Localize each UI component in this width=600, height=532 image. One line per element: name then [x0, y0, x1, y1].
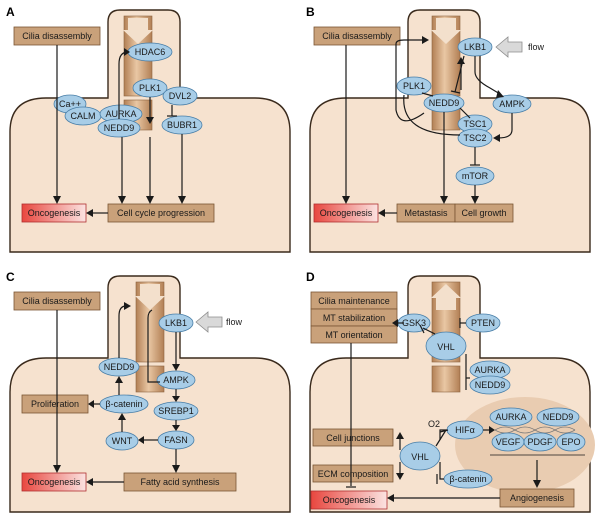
a-nedd9-label: NEDD9	[104, 123, 135, 133]
c-beta-catenin-label: β-catenin	[105, 399, 142, 409]
b-lkb1-label: LKB1	[464, 42, 486, 52]
panel-d: D Cilia maintenance MT stabilization MT …	[306, 270, 595, 513]
c-nedd9-label: NEDD9	[104, 362, 135, 372]
panel-b-letter: B	[306, 5, 315, 19]
a-aurka-label: AURKA	[105, 109, 136, 119]
d-vhl-top	[425, 331, 467, 361]
panel-b-cell	[309, 9, 591, 253]
d-mt-stabilization-label: MT stabilization	[323, 313, 385, 323]
b-cell-growth-label: Cell growth	[461, 208, 506, 218]
c-flow-arrow	[195, 311, 223, 333]
b-flow-arrow	[495, 36, 523, 58]
c-proliferation-label: Proliferation	[31, 399, 79, 409]
d-vhl-top-label: VHL	[437, 342, 455, 352]
b-cilia-disassembly-box	[313, 26, 401, 46]
panel-b-cilium	[431, 15, 461, 131]
a-dvl2-label: DVL2	[169, 91, 192, 101]
a-oncogenesis-label: Oncogenesis	[28, 208, 81, 218]
d-vhl-mid	[399, 441, 441, 471]
d-pten-label: PTEN	[471, 318, 495, 328]
d-nedd9-top-label: NEDD9	[475, 380, 506, 390]
d-pdgf-label: PDGF	[527, 437, 553, 447]
d-epo-label: EPO	[561, 437, 580, 447]
panel-c: C Cilia disassembly flow LKB1 NEDD9 AMPK…	[6, 270, 291, 513]
a-bubr1-label: BUBR1	[167, 120, 197, 130]
a-cilia-disassembly-label: Cilia disassembly	[22, 31, 92, 41]
d-aurka-top-label: AURKA	[474, 365, 505, 375]
d-angiogenesis-label: Angiogenesis	[510, 493, 565, 503]
d-dna	[490, 426, 585, 456]
d-cell-junctions-box	[312, 428, 394, 447]
c-lkb1-label: LKB1	[165, 318, 187, 328]
d-nedd9-nucleus-label: NEDD9	[543, 412, 574, 422]
d-o2-label: O2	[428, 419, 440, 429]
a-plk1-label: PLK1	[139, 83, 161, 93]
a-dvl2	[162, 86, 198, 106]
b-cell-growth-box	[454, 203, 514, 223]
b-ampk-label: AMPK	[499, 99, 525, 109]
d-aurka-nucleus-label: AURKA	[495, 412, 526, 422]
d-mt-orientation-label: MT orientation	[325, 330, 382, 340]
a-ca-label: Ca++	[59, 99, 81, 109]
c-fatty-acid-label: Fatty acid synthesis	[140, 477, 220, 487]
b-tsc2-label: TSC2	[463, 133, 486, 143]
d-cilia-maintenance-label: Cilia maintenance	[318, 296, 390, 306]
d-ecm-box	[312, 464, 394, 483]
b-oncogenesis-label: Oncogenesis	[320, 208, 373, 218]
b-plk1	[396, 76, 432, 96]
panel-a-letter: A	[6, 5, 15, 19]
c-oncogenesis-label: Oncogenesis	[28, 477, 81, 487]
a-calm-label: CALM	[70, 111, 95, 121]
panel-c-letter: C	[6, 270, 15, 284]
c-cilia-disassembly-label: Cilia disassembly	[22, 296, 92, 306]
b-tsc1-label: TSC1	[463, 119, 486, 129]
d-vegf-label: VEGF	[496, 437, 521, 447]
d-epo	[556, 432, 586, 452]
c-fasn-label: FASN	[164, 435, 188, 445]
c-ampk-label: AMPK	[163, 375, 189, 385]
a-hdac6-label: HDAC6	[135, 47, 166, 57]
d-pdgf	[523, 432, 557, 452]
d-cell-junctions-label: Cell junctions	[326, 433, 380, 443]
b-cilia-disassembly-label: Cilia disassembly	[322, 31, 392, 41]
panel-d-arrows	[346, 318, 541, 502]
panel-a: A Cilia disassembly Oncogenesis Cell cyc…	[6, 5, 291, 253]
b-mtor-label: mTOR	[462, 171, 489, 181]
c-flow-label: flow	[226, 317, 243, 327]
c-wnt-label: WNT	[112, 436, 133, 446]
c-srebp1-label: SREBP1	[158, 406, 194, 416]
d-mt-orientation-box	[310, 325, 398, 344]
b-flow-label: flow	[528, 42, 545, 52]
panel-d-letter: D	[306, 270, 315, 284]
a-cell-cycle-label: Cell cycle progression	[117, 208, 205, 218]
panel-a-cell	[9, 9, 291, 253]
d-oncogenesis-box	[310, 490, 388, 510]
panel-c-arrows	[53, 302, 180, 486]
d-hif-label: HIFα	[455, 425, 475, 435]
d-nedd9-top	[469, 375, 511, 395]
d-ecm-label: ECM composition	[318, 469, 389, 479]
b-plk1-label: PLK1	[403, 81, 425, 91]
d-oncogenesis-label: Oncogenesis	[323, 495, 376, 505]
b-nedd9-label: NEDD9	[429, 98, 460, 108]
d-vhl-mid-label: VHL	[411, 452, 429, 462]
d-gsk3-label: GSK3	[402, 318, 426, 328]
d-nedd9-nucleus	[536, 407, 580, 427]
panel-a-arrows	[53, 45, 186, 217]
d-beta-catenin-label: β-catenin	[449, 474, 486, 484]
panel-b: B Cilia disassembly flow LKB1 PLK1 NEDD9…	[306, 5, 591, 253]
panel-c-cell	[9, 275, 291, 513]
panel-b-arrows	[342, 36, 513, 217]
d-aurka-nucleus	[489, 407, 533, 427]
b-metastasis-label: Metastasis	[404, 208, 448, 218]
